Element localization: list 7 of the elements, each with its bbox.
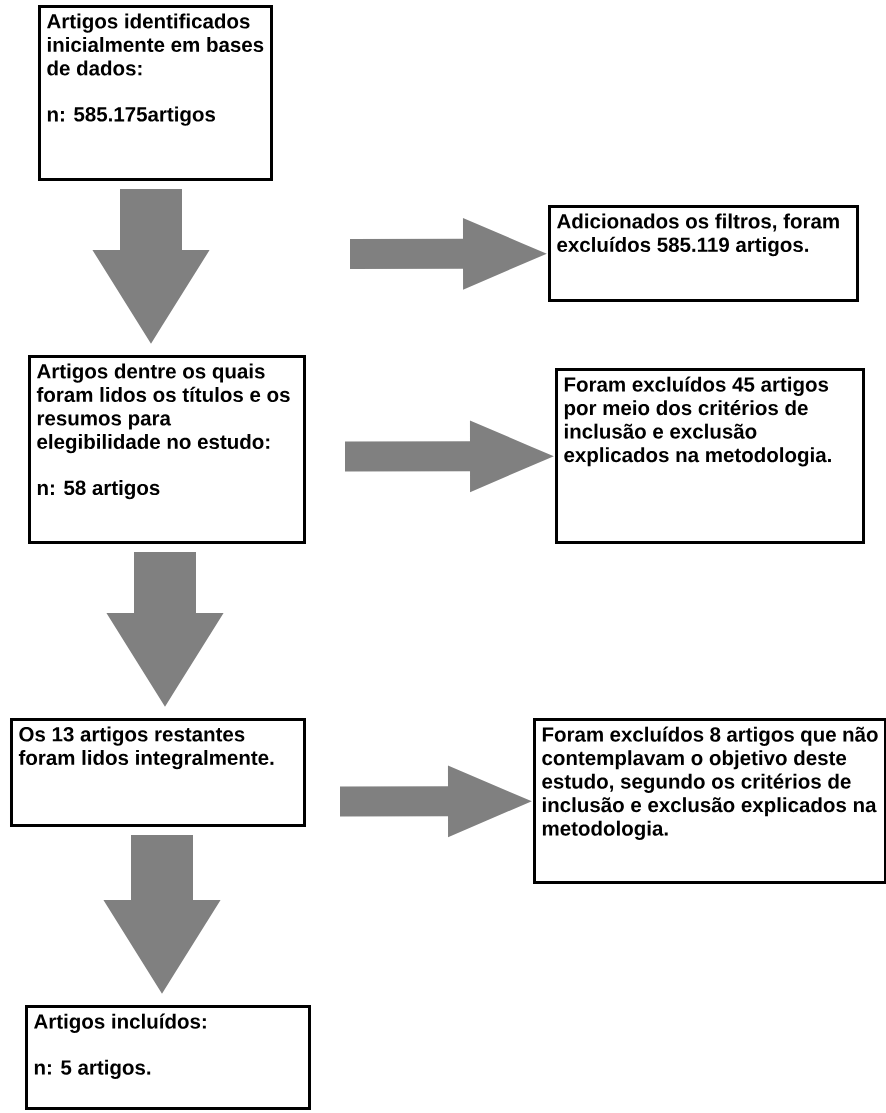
process-box: Os 13 artigos restantes foram lidos integralmente. [10, 718, 306, 827]
process-box: Artigos identificados inicialmente em bases de dados: n: 585.175artigos [38, 5, 273, 181]
process-box: Artigos incluídos: n: 5 artigos. [25, 1005, 311, 1110]
process-box: Foram excluídos 45 artigos por meio dos critérios de inclusão e exclusão explicados na metodologia. [555, 368, 865, 544]
process-box: Foram excluídos 8 artigos que não contemplavam o objetivo deste estudo, segundo os critérios de inclusão e exclusão explicados na metodologia. [533, 718, 886, 884]
process-box: Artigos dentre os quais foram lidos os títulos e os resumos para elegibilidade no estudo: n: 58 artigos [28, 355, 306, 544]
process-box: Adicionados os filtros, foram excluídos 585.119 artigos. [548, 205, 859, 302]
